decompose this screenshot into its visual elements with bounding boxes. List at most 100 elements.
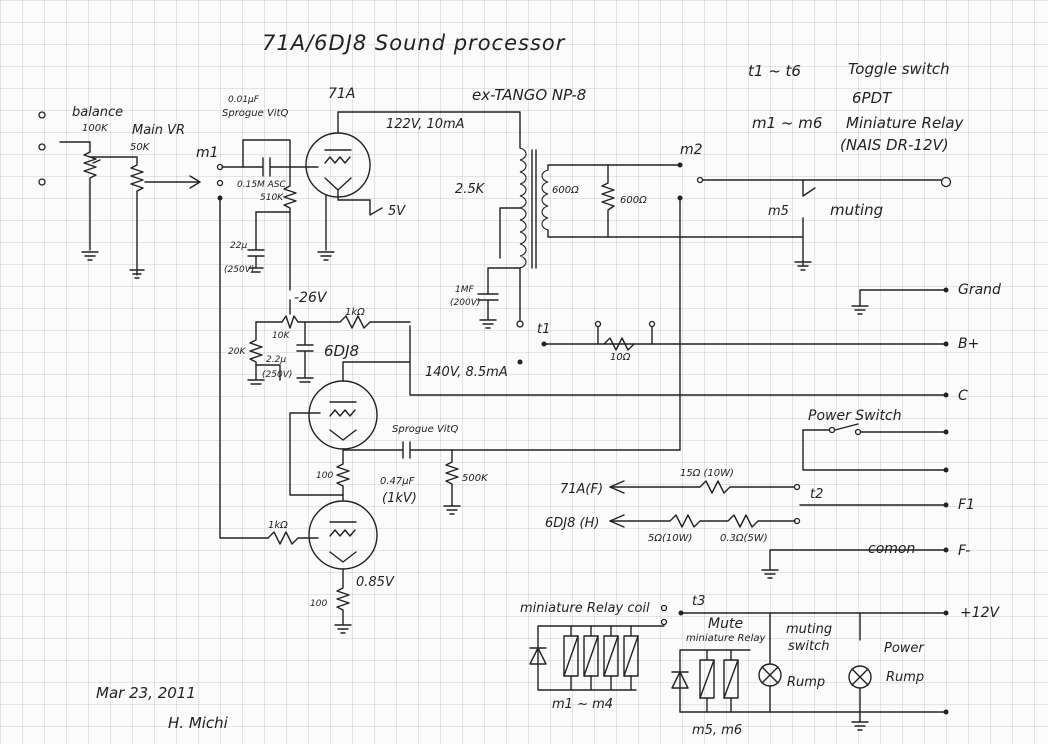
bplus-label: B+ xyxy=(958,336,979,352)
r600-b: 600Ω xyxy=(620,195,647,206)
mute-relay-label: miniature Relay xyxy=(686,633,766,644)
r15-label: 15Ω (10W) xyxy=(680,468,734,479)
legend-toggle-switch: Toggle switch xyxy=(848,60,950,78)
m1-relay-contacts xyxy=(216,163,269,539)
r1k-a-label: 1kΩ xyxy=(345,307,365,318)
output-transformer xyxy=(499,129,681,323)
input-jacks xyxy=(38,111,46,186)
c22-a-volts: (250V) xyxy=(224,265,254,275)
muting-switch-a: muting xyxy=(786,622,832,637)
power-lamp-a: Power xyxy=(884,641,925,656)
tube-6dj8-lower xyxy=(267,500,378,634)
output-jack xyxy=(940,176,952,188)
balance-pot xyxy=(59,141,101,261)
c22-a-value: 22μ xyxy=(230,241,247,251)
output-coupling xyxy=(342,441,681,515)
c22-b-value: 2.2μ xyxy=(266,355,286,365)
power-switch xyxy=(802,423,949,473)
r10k-label: 10K xyxy=(272,331,290,341)
c-label: C xyxy=(958,388,968,404)
cap-mid-value: 0.47μF xyxy=(380,476,415,487)
r100-b-label: 100 xyxy=(310,599,327,609)
c22-b-volts: (250V) xyxy=(262,370,292,380)
v12-label: +12V xyxy=(960,605,1001,621)
bias-network xyxy=(247,299,411,385)
r-grid-value: 510K xyxy=(260,193,284,203)
grand-terminal xyxy=(851,287,949,315)
r-grid-asc: 0.15M ASC xyxy=(237,180,287,190)
t3-label: t3 xyxy=(692,594,705,609)
f1-label: F1 xyxy=(958,497,975,513)
cap-mid-type: Sprogue VitQ xyxy=(392,424,458,435)
bplus-line xyxy=(541,320,949,351)
legend-t-range: t1 ~ t6 xyxy=(748,62,801,80)
legend-nais: (NAIS DR-12V) xyxy=(840,136,949,154)
r100-a-label: 100 xyxy=(316,471,333,481)
r5-label: 5Ω(10W) xyxy=(648,533,692,544)
tube-6dj8-upper xyxy=(289,361,411,496)
r100-a xyxy=(336,459,350,501)
t1-label: t1 xyxy=(537,322,550,337)
muting-switch-lamp xyxy=(758,639,782,713)
power-lamp-b: Rump xyxy=(886,670,924,685)
cap-1mf xyxy=(477,267,521,329)
heater-71a-label: 71A(F) xyxy=(560,482,603,497)
grand-label: Grand xyxy=(958,282,1001,298)
r10ohm-label: 10Ω xyxy=(610,352,631,363)
cap-top-value: 0.01μF xyxy=(228,95,260,105)
m1-label: m1 xyxy=(196,145,219,161)
grid-coupling-network xyxy=(242,139,319,291)
heater-6dj8-label: 6DJ8 (H) xyxy=(545,516,599,531)
v5-label: 5V xyxy=(388,204,406,219)
balance-label: balance xyxy=(72,105,123,120)
balance-value: 100K xyxy=(82,123,109,134)
legend-miniature-relay: Miniature Relay xyxy=(846,114,965,132)
main-vr-pot xyxy=(89,156,201,279)
main-vr-label: Main VR xyxy=(132,123,185,138)
comon-label: comon xyxy=(868,541,915,557)
legend-m-range: m1 ~ m6 xyxy=(752,114,822,132)
tube-6dj8-label: 6DJ8 xyxy=(324,342,359,360)
author-label: H. Michi xyxy=(168,714,229,732)
rump-a-label: Rump xyxy=(787,675,825,690)
m1m4-label: m1 ~ m4 xyxy=(552,697,613,712)
cap-1mf-label: 1MF xyxy=(455,285,474,295)
relay-coil-label: miniature Relay coil xyxy=(520,601,650,616)
tube-71a-label: 71A xyxy=(328,86,355,102)
v-71a-label: 122V, 10mA xyxy=(386,117,465,132)
ind-25k-label: 2.5K xyxy=(455,182,486,197)
v-6dj8-label: 140V, 8.5mA xyxy=(425,365,508,380)
muting-label: muting xyxy=(830,201,883,219)
power-switch-label: Power Switch xyxy=(808,408,902,424)
t2-label: t2 xyxy=(810,487,823,502)
r1k-b-label: 1kΩ xyxy=(268,520,288,531)
m5m6-label: m5, m6 xyxy=(692,723,742,738)
muting-switch-b: switch xyxy=(788,639,830,654)
cap-1mf-volts: (200V) xyxy=(450,298,480,308)
xfmr-label: ex-TANGO NP-8 xyxy=(472,86,586,104)
tube-71a xyxy=(305,111,521,261)
relay-coils-m1-m4 xyxy=(529,625,665,691)
m5-label: m5 xyxy=(768,204,789,219)
main-vr-value: 50K xyxy=(130,142,151,153)
r600-a: 600Ω xyxy=(552,185,579,196)
neg26-label: -26V xyxy=(294,290,328,306)
c-line xyxy=(409,325,949,398)
mute-label: Mute xyxy=(708,616,743,632)
ground-rail xyxy=(679,709,949,715)
fminus-label: F- xyxy=(958,543,970,559)
schematic-title: 71A/6DJ8 Sound processor xyxy=(262,31,566,55)
relay-coils-m5-m6 xyxy=(671,649,751,713)
cap-top-type: Sprogue VitQ xyxy=(222,108,288,119)
heater-lines xyxy=(609,480,949,579)
date-label: Mar 23, 2011 xyxy=(96,684,196,702)
cap-mid-volts: (1kV) xyxy=(382,491,417,506)
r20k-label: 20K xyxy=(228,347,246,357)
power-lamp xyxy=(848,665,872,731)
legend-6pdt: 6PDT xyxy=(852,89,893,107)
m2-label: m2 xyxy=(680,142,703,158)
m2-relay-contacts xyxy=(677,162,952,451)
twelve-volt-rail xyxy=(660,604,949,641)
